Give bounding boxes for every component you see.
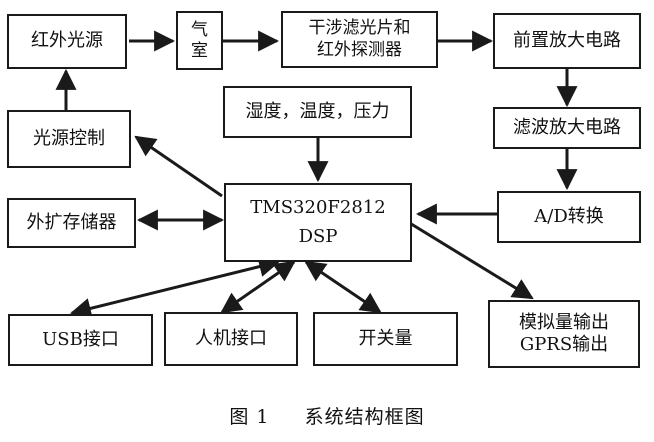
arrow-dsp-hmi <box>220 260 296 314</box>
filter-detector-block: 干涉滤光片和 红外探测器 <box>281 11 438 68</box>
figure-number: 图 1 <box>229 406 270 428</box>
filter-amp-label: 滤波放大电路 <box>513 116 621 138</box>
adc-block: A/D转换 <box>497 191 641 243</box>
arrow-dsp-output <box>407 220 534 300</box>
filter-detector-label-line1: 干涉滤光片和 <box>308 18 411 39</box>
ext-memory-block: 外扩存储器 <box>7 198 136 248</box>
infrared-source-label: 红外光源 <box>31 30 103 52</box>
dsp-label-line1: TMS320F2812 <box>250 197 386 218</box>
env-sensors-label: 湿度，温度，压力 <box>245 100 390 122</box>
usb-interface-label: USB接口 <box>42 328 119 350</box>
arrow-dsp-switch <box>304 260 382 314</box>
output-label-line2: GPRS输出 <box>519 334 609 355</box>
output-block: 模拟量输出 GPRS输出 <box>488 300 640 368</box>
infrared-source-block: 红外光源 <box>7 14 127 69</box>
filter-detector-label-line2: 红外探测器 <box>317 39 402 60</box>
filter-amp-block: 滤波放大电路 <box>493 107 641 149</box>
env-sensors-block: 湿度，温度，压力 <box>223 86 412 138</box>
output-label-line1: 模拟量输出 <box>519 311 609 333</box>
hmi-label: 人机接口 <box>195 327 267 349</box>
dsp-block: TMS320F2812 DSP <box>224 183 412 262</box>
dsp-label-line2: DSP <box>298 225 338 247</box>
figure-title: 系统结构框图 <box>304 406 425 428</box>
ext-memory-label: 外扩存储器 <box>26 211 117 233</box>
figure-caption: 图 1 系统结构框图 <box>0 402 654 429</box>
gas-chamber-label: 气室 <box>191 20 208 61</box>
switch-block: 开关量 <box>313 312 458 366</box>
arrow-dsp-to-control <box>134 135 223 198</box>
adc-label: A/D转换 <box>534 205 604 227</box>
switch-label: 开关量 <box>358 327 413 349</box>
gas-chamber-block: 气室 <box>176 11 223 70</box>
arrow-dsp-usb <box>69 256 281 319</box>
usb-interface-block: USB接口 <box>8 314 153 366</box>
preamp-block: 前置放大电路 <box>493 13 641 69</box>
light-control-block: 光源控制 <box>7 110 131 168</box>
light-control-label: 光源控制 <box>33 127 105 149</box>
hmi-block: 人机接口 <box>164 312 298 366</box>
preamp-label: 前置放大电路 <box>513 29 621 51</box>
